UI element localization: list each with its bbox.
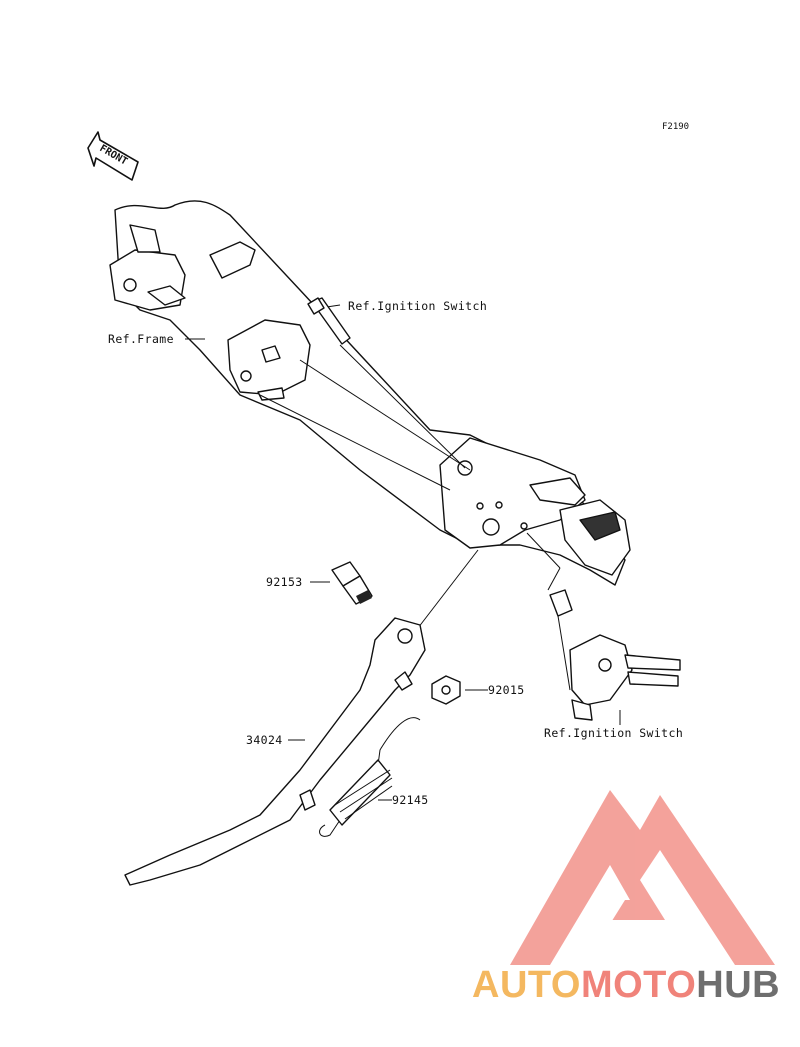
label-part-92153: 92153: [266, 575, 303, 589]
label-ref-ignition-switch-bottom: Ref.Ignition Switch: [544, 726, 683, 740]
watermark-moto: MOTO: [581, 964, 696, 1006]
leader-lines: [185, 304, 621, 801]
watermark-wordmark: AUTOMOTOHUB: [472, 964, 780, 1006]
watermark-hub: HUB: [696, 964, 780, 1006]
watermark-triangle-mark: [510, 790, 775, 965]
nut-92015: [431, 675, 461, 705]
front-direction-arrow: FRONT: [87, 131, 139, 181]
label-part-92015: 92015: [488, 683, 525, 697]
spring-92145: [319, 717, 421, 837]
watermark-logo: [510, 790, 775, 965]
side-stand-34024: [124, 617, 426, 886]
bolt-92153: [331, 561, 373, 605]
label-ref-frame: Ref.Frame: [108, 332, 174, 346]
label-part-34024: 34024: [246, 733, 283, 747]
side-stand-switch: [549, 589, 681, 721]
label-part-92145: 92145: [392, 793, 429, 807]
ignition-switch-bolt: [307, 297, 351, 345]
watermark-auto: AUTO: [472, 964, 581, 1006]
frame-assembly: [109, 200, 631, 586]
figure-code: F2190: [662, 122, 689, 132]
label-ref-ignition-switch-top: Ref.Ignition Switch: [348, 299, 487, 313]
